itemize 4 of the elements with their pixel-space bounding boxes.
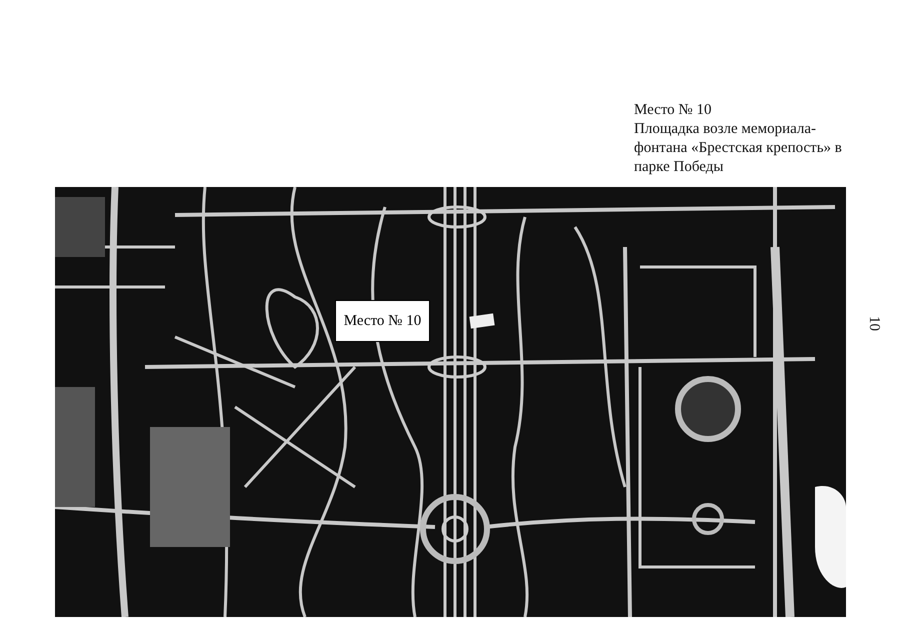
place-label-box: Место № 10 bbox=[335, 300, 430, 342]
page-number: 10 bbox=[865, 316, 883, 331]
place-description: Площадка возле мемориала-фонтана «Брестская крепость» в парке Победы bbox=[634, 120, 843, 177]
place-heading: Место № 10 bbox=[634, 101, 712, 120]
